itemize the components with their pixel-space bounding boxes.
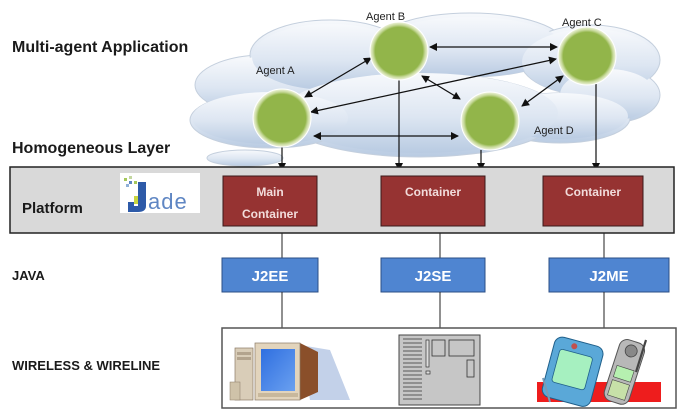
jade-logo: ade (120, 173, 200, 214)
label-wireless-wireline: WIRELESS & WIRELINE (12, 358, 160, 373)
agent-c-node (557, 26, 617, 86)
main-container-box: Main Container (222, 175, 318, 227)
container-3-box: Container (542, 175, 644, 227)
j2ee-box: J2EE (221, 257, 319, 293)
agent-a-label: Agent A (256, 65, 295, 77)
label-java: JAVA (12, 268, 45, 283)
container-2-label: Container (405, 185, 461, 199)
desktop-computer-icon (229, 342, 350, 401)
container-java-links (281, 233, 605, 258)
main-container-label-2: Container (242, 207, 298, 221)
container-2-box: Container (380, 175, 486, 227)
server-icon (398, 334, 481, 406)
label-multi-agent-application: Multi-agent Application (12, 39, 188, 56)
agent-d-node (460, 91, 520, 151)
agent-c-label: Agent C (562, 17, 602, 29)
container-3-label: Container (565, 185, 621, 199)
label-homogeneous-layer: Homogeneous Layer (12, 140, 170, 157)
agent-b-node (369, 21, 429, 81)
main-container-label-1: Main (256, 185, 283, 199)
agent-d-label: Agent D (534, 125, 574, 137)
agent-links (304, 43, 564, 140)
j2me-box: J2ME (548, 257, 670, 293)
j2me-label: J2ME (589, 268, 628, 285)
link-c-d (521, 75, 564, 107)
link-b-d (421, 75, 461, 100)
agent-d: Agent D (460, 91, 574, 151)
j2ee-label: J2EE (252, 268, 289, 285)
pda-and-mobile-phone-icon (537, 336, 661, 407)
agent-b: Agent B (366, 11, 429, 81)
agent-a: Agent A (252, 65, 312, 148)
j2se-box: J2SE (380, 257, 486, 293)
agent-b-label: Agent B (366, 11, 405, 23)
jade-logo-text: ade (148, 189, 188, 214)
agent-a-node (252, 88, 312, 148)
j2se-label: J2SE (415, 268, 452, 285)
label-platform: Platform (22, 200, 83, 217)
agent-c: Agent C (557, 17, 617, 86)
